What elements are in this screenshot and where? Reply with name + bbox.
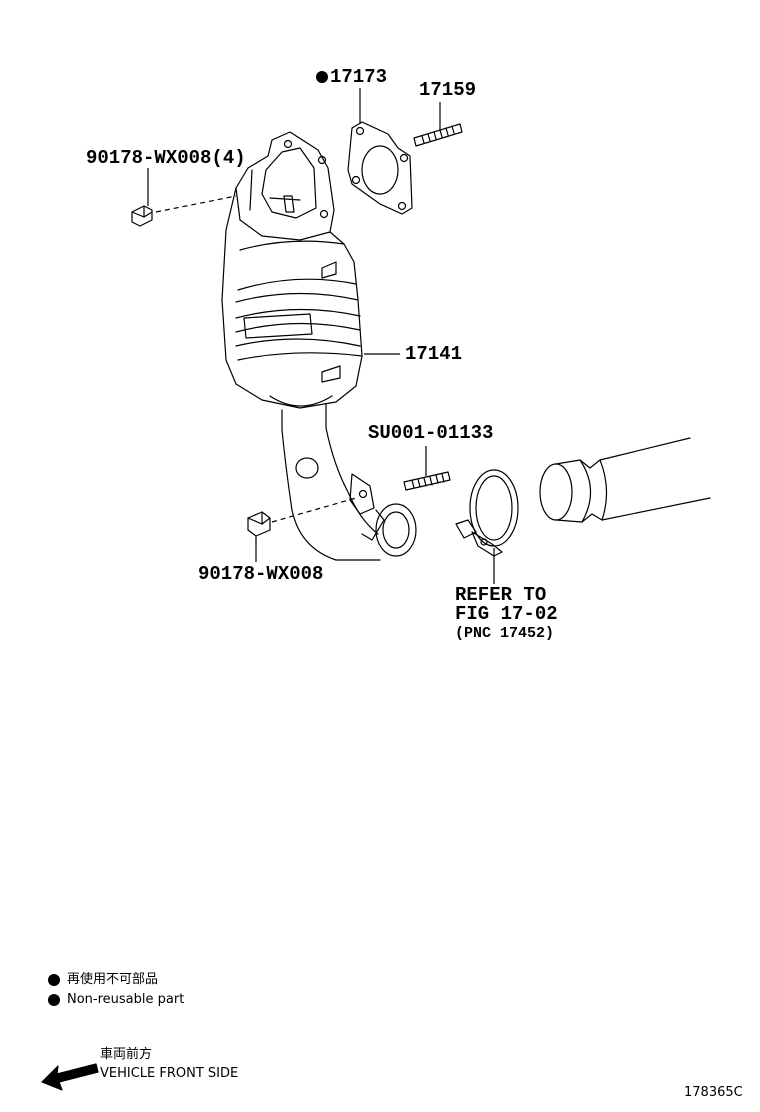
label-part-17141: 17141: [405, 343, 463, 365]
legend-jp: 再使用不可部品: [67, 972, 159, 987]
label-part-90178-upper: 90178-WX008(4): [86, 147, 246, 169]
dash-bolt-upper: [155, 195, 237, 213]
bolt-upper-drawing: [131, 205, 153, 227]
clamp-drawing: [455, 469, 519, 557]
label-part-su001: SU001-01133: [368, 422, 494, 444]
legend-dot-icon-jp: [48, 974, 60, 986]
stud-upper-drawing: [413, 123, 463, 147]
front-direction-arrow: [41, 1063, 99, 1091]
label-part-17173: 17173: [330, 66, 388, 88]
direction-en: VEHICLE FRONT SIDE: [100, 1066, 239, 1081]
legend-en: Non-reusable part: [67, 992, 185, 1007]
converter-drawing: [221, 131, 417, 561]
dash-bolt-lower: [271, 497, 357, 523]
label-part-17159: 17159: [419, 79, 477, 101]
gasket-drawing: [347, 121, 413, 215]
nonreusable-dot-icon: [316, 71, 328, 83]
reference-line3: (PNC 17452): [455, 625, 555, 642]
label-part-90178-lower: 90178-WX008: [198, 563, 324, 585]
bolt-lower-drawing: [247, 511, 271, 537]
reference-line1: REFER TO: [455, 584, 547, 606]
direction-jp: 車両前方: [100, 1047, 153, 1062]
legend-dot-icon-en: [48, 994, 60, 1006]
exhaust-pipe-drawing: [539, 437, 711, 523]
figure-id: 178365C: [684, 1085, 743, 1100]
stud-lower-drawing: [403, 471, 451, 491]
reference-line2: FIG 17-02: [455, 603, 558, 625]
